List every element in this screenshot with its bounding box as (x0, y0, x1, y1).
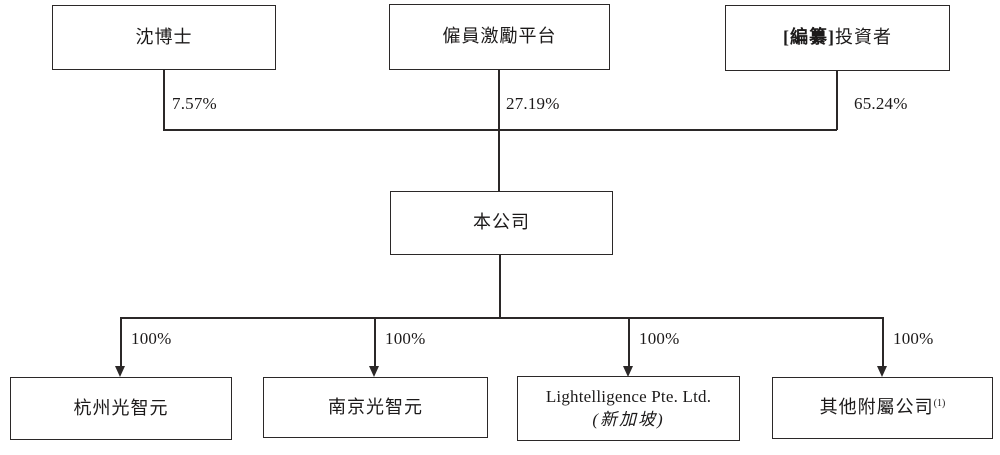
node-label-lightelligence-en: Lightelligence Pte. Ltd. (545, 387, 712, 407)
node-subsidiary-hangzhou: 杭州光智元 (10, 377, 232, 440)
node-label-other-text: 其他附屬公司 (819, 397, 934, 418)
node-subsidiary-lightelligence-singapore: Lightelligence Pte. Ltd. (新加坡) (517, 376, 740, 441)
ownership-label-platform: 27.19% (506, 94, 560, 113)
ownership-label-sub2: 100% (385, 329, 426, 348)
connector-platform-vertical (498, 70, 500, 191)
ownership-label-sub3: 100% (639, 329, 680, 348)
arrowhead-down-sub2 (369, 366, 379, 377)
connector-sub1-vertical (120, 317, 122, 367)
connector-investors-vertical (836, 70, 838, 130)
node-label-lightelligence-location: (新加坡) (592, 409, 665, 429)
arrowhead-down-sub4 (877, 366, 887, 377)
node-label-investors-suffix: 投資者 (835, 27, 892, 48)
connector-sub4-vertical (882, 317, 884, 367)
redacted-marker: [編纂] (783, 27, 835, 48)
connector-sub2-vertical (374, 317, 376, 367)
ownership-label-sub1: 100% (131, 329, 172, 348)
connector-bottom-horizontal (120, 317, 883, 319)
ownership-label-investors: 65.24% (854, 94, 908, 113)
arrowhead-down-sub1 (115, 366, 125, 377)
node-label-dr-shen: 沈博士 (135, 26, 193, 47)
node-label-employee-incentive-platform: 僱員激勵平台 (442, 26, 557, 47)
node-label-lightelligence-singapore: Lightelligence Pte. Ltd. (新加坡) (546, 386, 711, 430)
node-label-other: 其他附屬公司(1) (820, 396, 946, 419)
connector-sub3-vertical (628, 317, 630, 367)
node-subsidiary-other: 其他附屬公司(1) (772, 377, 993, 439)
node-company: 本公司 (390, 191, 613, 255)
node-subsidiary-nanjing: 南京光智元 (263, 377, 488, 438)
arrowhead-down-sub3 (623, 366, 633, 377)
node-label-nanjing: 南京光智元 (328, 396, 423, 417)
node-shareholder-employee-incentive-platform: 僱員激勵平台 (389, 4, 610, 70)
node-label-hangzhou: 杭州光智元 (73, 397, 169, 418)
footnote-marker: (1) (933, 398, 946, 410)
node-shareholder-dr-shen: 沈博士 (52, 5, 276, 70)
connector-company-vertical (499, 255, 501, 318)
connector-top-horizontal (163, 129, 837, 131)
node-label-investors: [編纂]投資者 (783, 26, 892, 49)
ownership-label-sub4: 100% (893, 329, 934, 348)
ownership-label-drshen: 7.57% (172, 94, 217, 113)
node-shareholder-investors: [編纂]投資者 (725, 5, 950, 71)
connector-drshen-vertical (163, 70, 165, 130)
node-label-company: 本公司 (473, 212, 530, 233)
